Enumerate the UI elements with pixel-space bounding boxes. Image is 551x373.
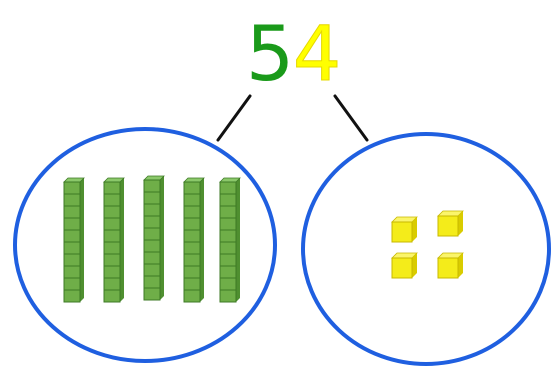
unit-cube-in-rod [63,265,81,279]
unit-cube-in-rod [219,253,237,267]
unit-cube-in-rod [219,217,237,231]
unit-cube-in-rod [219,241,237,255]
ones-circle [301,132,551,366]
tens-rod-side [236,178,240,302]
tens-rod-top [183,177,205,183]
unit-cube-in-rod [143,227,161,241]
unit-cube-in-rod [143,191,161,205]
unit-cube-in-rod [143,287,161,301]
unit-cube-in-rod [183,193,201,207]
unit-cube-in-rod [183,277,201,291]
unit-cube-in-rod [103,193,121,207]
unit-cube-in-rod [103,229,121,243]
unit-cube-in-rod [183,289,201,303]
unit-cube-in-rod [103,265,121,279]
unit-cube-in-rod [63,193,81,207]
unit-cube-in-rod [63,229,81,243]
ones-cube-front [437,215,459,237]
unit-cube-in-rod [63,241,81,255]
tens-digit: 5 [246,9,294,98]
ones-cube-front [391,221,413,243]
tens-rod [63,177,85,303]
ones-cube [391,252,418,279]
ones-cube-front [437,257,459,279]
unit-cube-in-rod [103,289,121,303]
ones-cube [437,252,464,279]
unit-cube-in-rod [103,217,121,231]
tens-rod-top [103,177,125,183]
ones-cube [437,210,464,237]
ones-cubes-group [391,210,464,279]
unit-cube-in-rod [183,229,201,243]
unit-cube-in-rod [103,253,121,267]
left-branch-line [216,94,252,142]
tens-rod [183,177,205,303]
unit-cube-in-rod [143,275,161,289]
unit-cube-in-rod [183,253,201,267]
unit-cube-in-rod [63,253,81,267]
unit-cube-in-rod [219,265,237,279]
tens-rod-side [160,176,164,300]
tens-rod-side [80,178,84,302]
tens-rod-top [219,177,241,183]
unit-cube-in-rod [183,205,201,219]
unit-cube-in-rod [219,277,237,291]
unit-cube-in-rod [103,277,121,291]
unit-cube-in-rod [219,181,237,195]
unit-cube-in-rod [143,179,161,193]
unit-cube-in-rod [63,181,81,195]
tens-rod-side [200,178,204,302]
ones-cube-side [412,217,417,242]
unit-cube-in-rod [219,289,237,303]
unit-cube-in-rod [63,217,81,231]
unit-cube-in-rod [143,239,161,253]
unit-cube-in-rod [63,289,81,303]
unit-cube-in-rod [143,251,161,265]
tens-rod [219,177,241,303]
unit-cube-in-rod [143,263,161,277]
ones-cube [391,216,418,243]
right-branch-line [333,94,369,142]
ones-cube-side [412,253,417,278]
tens-rod-top [63,177,85,183]
unit-cube-in-rod [219,193,237,207]
tens-rod-top [143,175,165,181]
ones-cube-side [458,253,463,278]
unit-cube-in-rod [183,217,201,231]
unit-cube-in-rod [63,277,81,291]
unit-cube-in-rod [183,241,201,255]
unit-cube-in-rod [103,241,121,255]
unit-cube-in-rod [103,205,121,219]
ones-cube-side [458,211,463,236]
tens-rod-side [120,178,124,302]
unit-cube-in-rod [103,181,121,195]
tens-rod [143,175,165,301]
unit-cube-in-rod [183,181,201,195]
unit-cube-in-rod [63,205,81,219]
unit-cube-in-rod [143,215,161,229]
ones-digit: 4 [293,9,341,98]
tens-rods-group [63,175,241,303]
unit-cube-in-rod [219,229,237,243]
unit-cube-in-rod [219,205,237,219]
ones-cube-front [391,257,413,279]
unit-cube-in-rod [143,203,161,217]
tens-circle [13,127,277,363]
tens-rod [103,177,125,303]
unit-cube-in-rod [183,265,201,279]
